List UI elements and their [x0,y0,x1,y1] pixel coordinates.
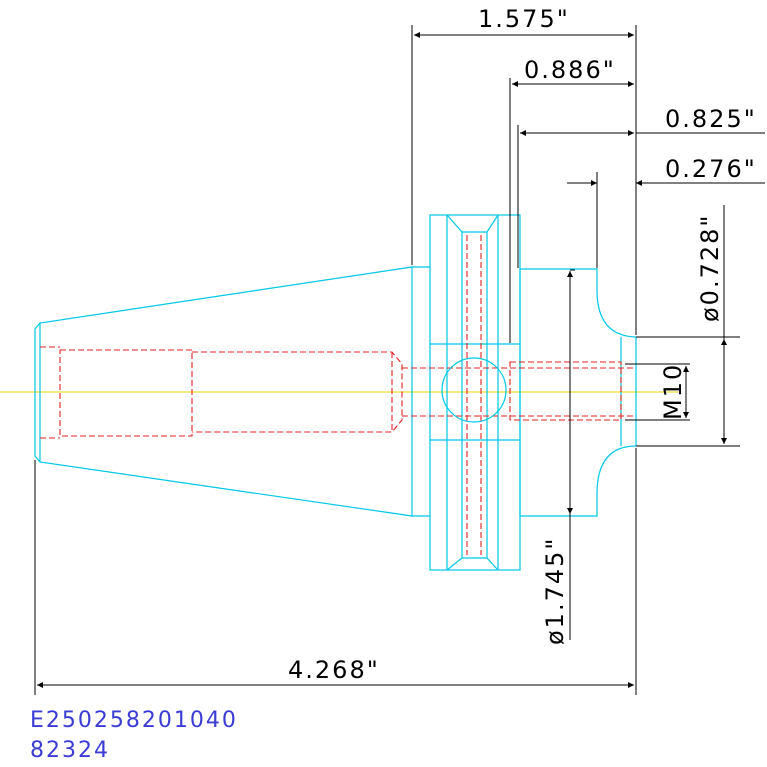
dim-text-0825: 0.825" [665,105,757,133]
dimension-lines [37,32,765,688]
dim-text-4268: 4.268" [288,656,380,684]
dim-text-1745: ø1.745" [541,537,569,645]
flange [412,214,521,571]
dim-text-1575: 1.575" [478,5,570,33]
extension-lines [34,25,740,695]
dim-text-0276: 0.276" [665,155,757,183]
dim-text-0728: ø0.728" [696,214,724,322]
cross-hole [441,357,507,423]
part-number: E250258201040 [30,708,238,733]
hidden-features [40,235,636,555]
dim-text-m10: M10 [659,363,687,420]
pilot-nose [519,268,637,517]
dim-text-0886: 0.886" [524,56,616,84]
part-code: 82324 [30,738,110,763]
